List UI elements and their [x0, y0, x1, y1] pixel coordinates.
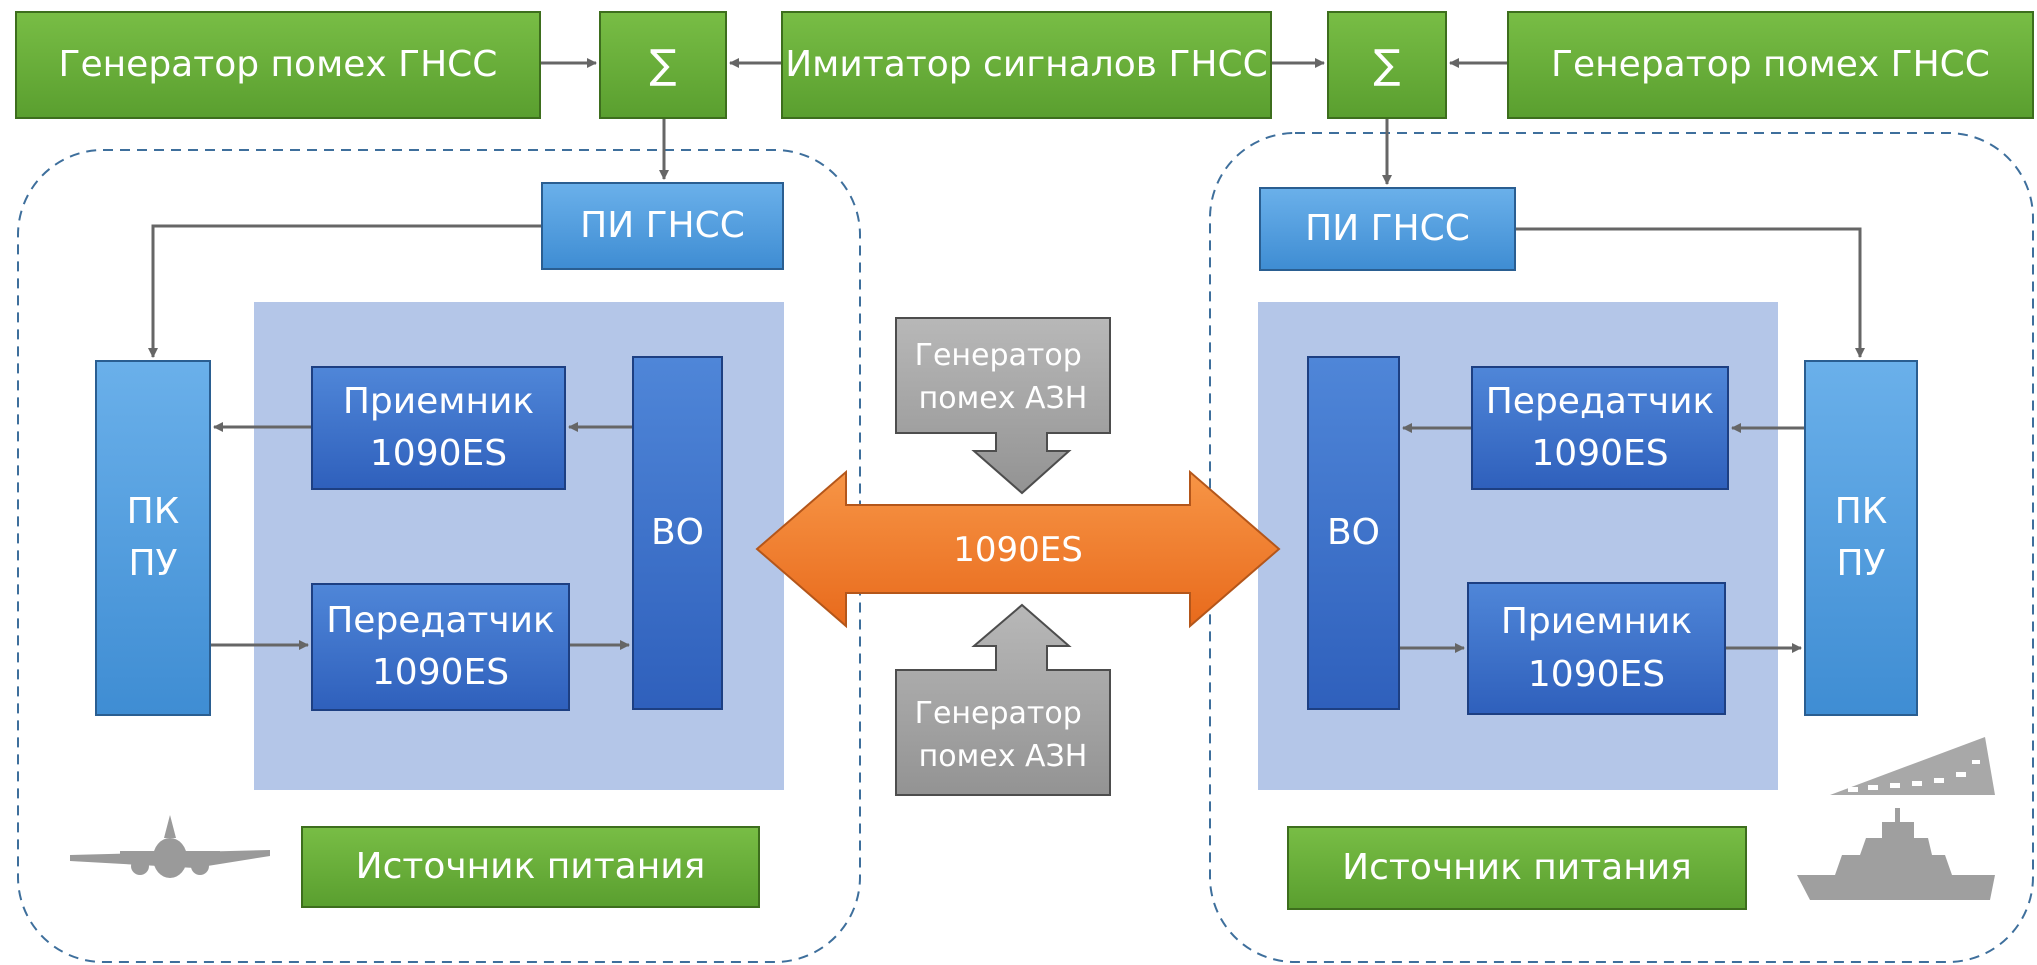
- left-receiver-label: Приемник 1090ES: [342, 380, 535, 474]
- left-receiver: Приемник 1090ES: [311, 366, 566, 490]
- left-vo-label: ВО: [650, 511, 705, 553]
- left-pk-pu: ПК ПУ: [95, 360, 211, 716]
- runway-icon: [1830, 737, 1995, 795]
- gnss-simulator-label: Имитатор сигналов ГНСС: [785, 43, 1268, 85]
- left-vo: ВО: [632, 356, 723, 710]
- ads-jammer-bottom-line1: Генератор: [915, 696, 1082, 731]
- gnss-simulator: Имитатор сигналов ГНСС: [781, 11, 1272, 119]
- summator-right-label: ∑: [1373, 42, 1401, 88]
- left-gnss-antenna-label: ПИ ГНСС: [580, 204, 745, 246]
- link-1090es-arrow: [755, 469, 1281, 629]
- ads-jammer-bottom-line2: помех АЗН: [919, 739, 1088, 774]
- right-pk-pu: ПК ПУ: [1804, 360, 1918, 716]
- airplane-icon: [70, 815, 270, 878]
- left-transmitter: Передатчик 1090ES: [311, 583, 570, 711]
- summator-right: ∑: [1327, 11, 1447, 119]
- right-power-supply: Источник питания: [1287, 826, 1747, 910]
- ads-jammer-top-line2: помех АЗН: [919, 381, 1088, 416]
- right-vo: ВО: [1307, 356, 1400, 710]
- gnss-jammer-right-label: Генератор помех ГНСС: [1551, 43, 1990, 85]
- svg-text:Генератор помех АЗН: Генератор помех АЗН: [915, 338, 1092, 416]
- left-power-supply: Источник питания: [301, 826, 760, 908]
- summator-left: ∑: [599, 11, 727, 119]
- left-transmitter-label: Передатчик 1090ES: [326, 599, 555, 693]
- ship-icon: [1797, 808, 1995, 900]
- ads-jammer-top-line1: Генератор: [915, 338, 1082, 373]
- gnss-jammer-left-label: Генератор помех ГНСС: [58, 43, 498, 85]
- arrow-left-antenna-to-pk: [148, 224, 541, 358]
- right-gnss-antenna-label: ПИ ГНСС: [1305, 207, 1470, 249]
- right-transmitter-label: Передатчик 1090ES: [1485, 380, 1715, 474]
- summator-left-label: ∑: [649, 42, 677, 88]
- right-receiver: Приемник 1090ES: [1467, 582, 1726, 715]
- gnss-jammer-left: Генератор помех ГНСС: [15, 11, 541, 119]
- left-pk-pu-label: ПК ПУ: [126, 490, 180, 584]
- right-transmitter: Передатчик 1090ES: [1471, 366, 1729, 490]
- right-vo-label: ВО: [1326, 511, 1381, 553]
- ads-jammer-bottom: Генератор помех АЗН: [895, 603, 1111, 796]
- arrow-right-antenna-to-pk: [1516, 227, 1865, 358]
- ads-jammer-top: Генератор помех АЗН: [895, 317, 1111, 495]
- left-power-supply-label: Источник питания: [355, 845, 706, 887]
- right-receiver-label: Приемник 1090ES: [1500, 601, 1693, 695]
- right-power-supply-label: Источник питания: [1342, 846, 1692, 888]
- left-gnss-antenna: ПИ ГНСС: [541, 182, 784, 270]
- gnss-jammer-right: Генератор помех ГНСС: [1507, 11, 2034, 119]
- svg-text:Генератор помех АЗН: Генератор помех АЗН: [915, 696, 1092, 774]
- right-gnss-antenna: ПИ ГНСС: [1259, 187, 1516, 271]
- link-1090es-label: 1090ES: [953, 530, 1083, 570]
- right-pk-pu-label: ПК ПУ: [1834, 490, 1888, 584]
